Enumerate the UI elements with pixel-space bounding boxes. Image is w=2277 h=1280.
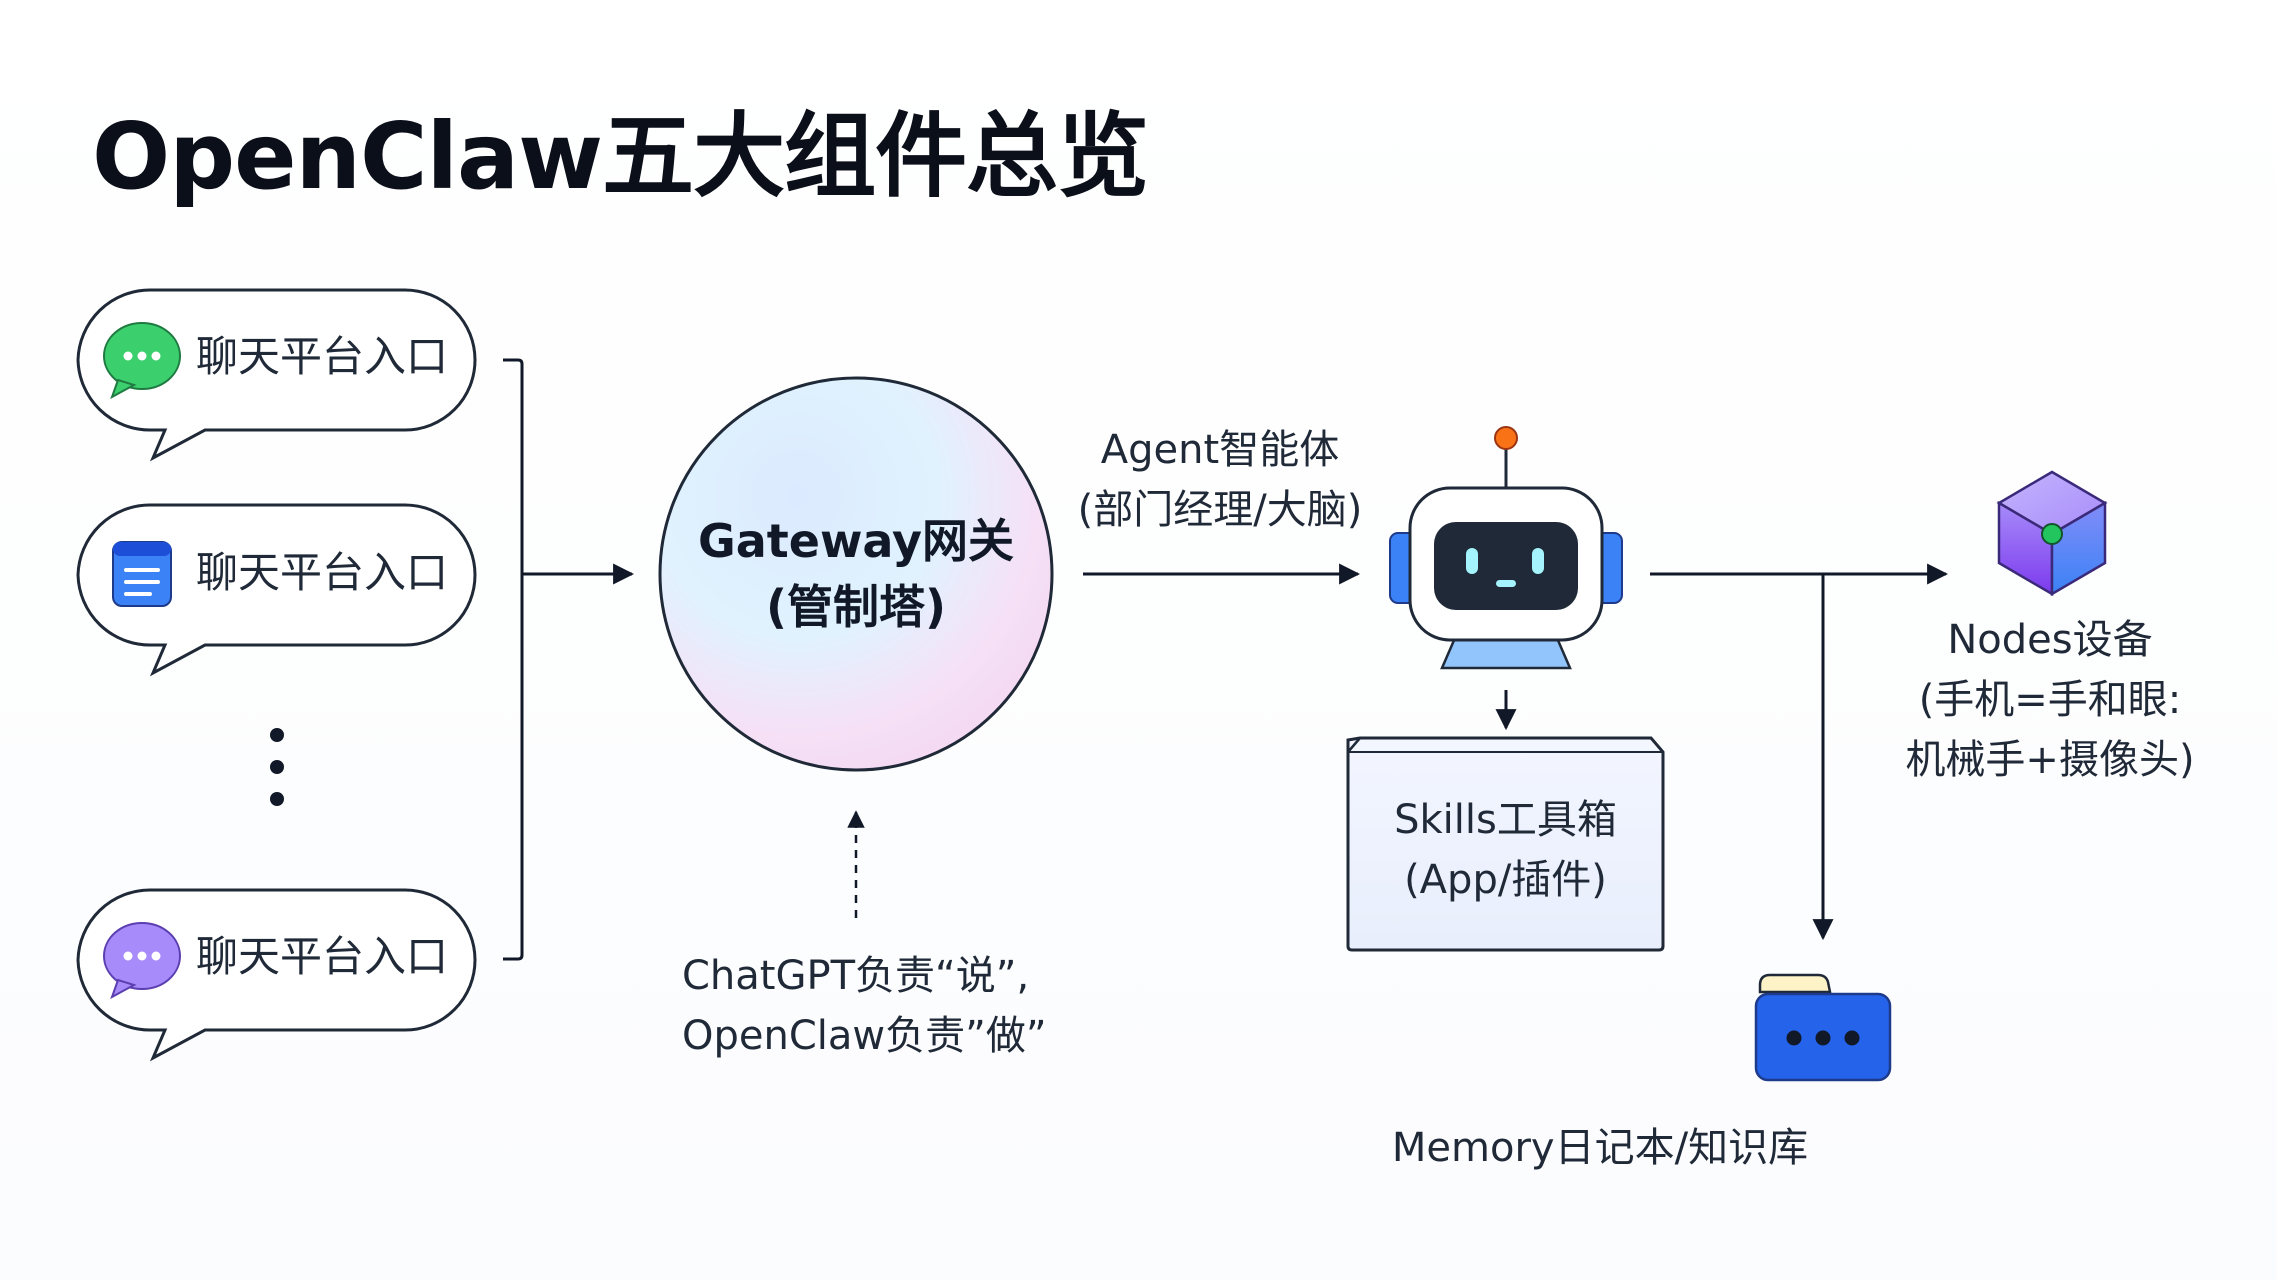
more-channels-ellipsis <box>270 728 284 806</box>
folder-icon <box>1754 973 1892 1082</box>
gateway-title: Gateway网关 <box>697 514 1015 568</box>
skills-title: Skills工具箱 <box>1394 797 1617 843</box>
page-title: OpenClaw五大组件总览 <box>92 103 1149 210</box>
channels-bracket <box>503 358 635 961</box>
channel-bubble-1 <box>76 288 477 462</box>
agent-title: Agent智能体 <box>1100 427 1340 473</box>
calendar-note-icon <box>112 541 172 607</box>
chat-bubble-icon <box>103 922 181 1000</box>
channel-label-2: 聊天平台入口 <box>196 548 449 597</box>
channel-bubble-3 <box>76 888 477 1062</box>
channel-bubble-2 <box>76 503 477 677</box>
nodes-line-3: 机械手+摄像头) <box>1905 737 2195 783</box>
robot-icon <box>1389 426 1623 670</box>
channel-label-3: 聊天平台入口 <box>196 932 449 981</box>
chat-bubble-icon <box>103 322 181 400</box>
memory-label: Memory日记本/知识库 <box>1391 1125 1809 1171</box>
cube-device-icon <box>1996 470 2108 597</box>
gateway-subtitle: (管制塔) <box>765 580 947 634</box>
channel-label-1: 聊天平台入口 <box>196 332 449 381</box>
agent-subtitle: (部门经理/大脑) <box>1077 487 1363 533</box>
nodes-title: Nodes设备 <box>1947 617 2153 663</box>
skills-subtitle: (App/插件) <box>1404 857 1607 903</box>
gateway-note-line-1: ChatGPT负责“说”, <box>682 953 1030 999</box>
gateway-circle <box>658 376 1054 772</box>
gateway-note-line-2: OpenClaw负责”做” <box>682 1013 1047 1059</box>
skills-box <box>1346 736 1665 952</box>
nodes-line-2: (手机=手和眼: <box>1918 677 2182 723</box>
